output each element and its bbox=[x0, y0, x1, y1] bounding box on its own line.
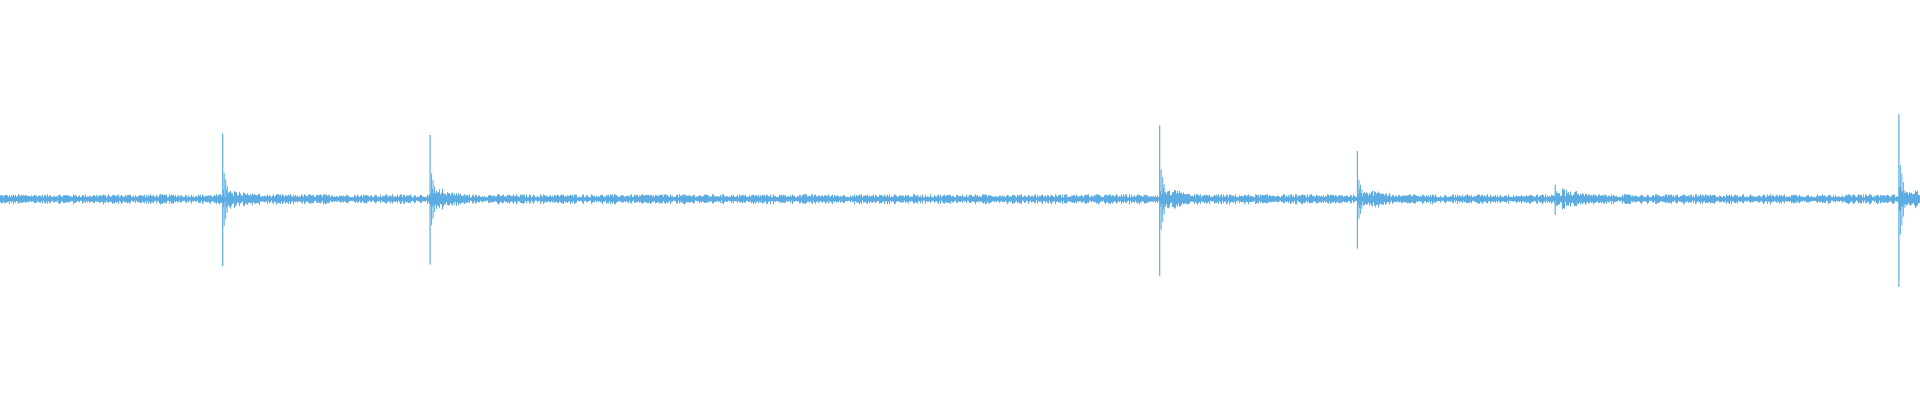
waveform-trace bbox=[0, 114, 1920, 287]
